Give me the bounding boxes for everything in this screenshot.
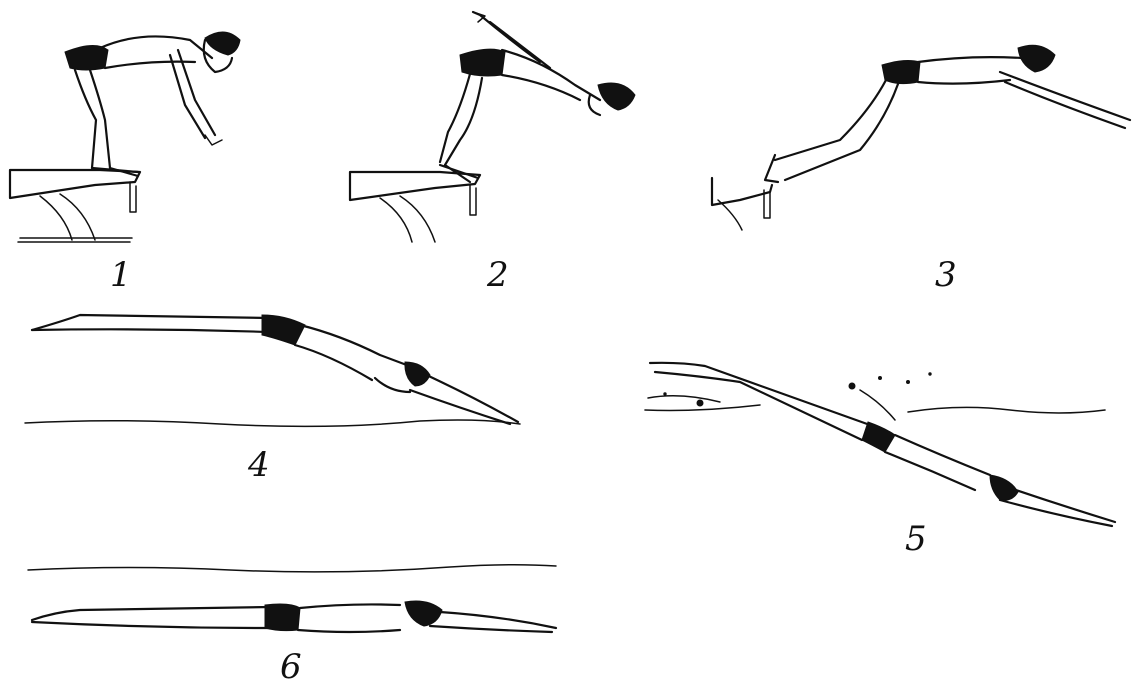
swimmer-1 [65,32,240,176]
figure-number-1: 1 [110,258,132,292]
starting-block-1 [10,170,140,242]
figure-5-entry [645,363,1115,526]
swimmer-6 [32,601,556,632]
figure-2-lean-position [350,12,635,242]
swimmer-4 [32,315,518,424]
swimmer-3 [765,45,1130,182]
figure-number-2: 2 [487,258,509,292]
figure-number-3: 3 [935,258,957,292]
water-line-5 [908,407,1105,413]
figure-number-5: 5 [905,522,927,556]
figure-4-flight [25,315,520,426]
water-line-6 [28,565,556,572]
swimmer-2 [440,12,635,182]
figure-number-4: 4 [248,448,270,482]
figure-number-6: 6 [280,650,302,684]
water-line-4 [25,420,520,426]
figure-3-launch [712,45,1130,230]
swimmer-5 [650,363,1115,526]
starting-block-2 [350,172,480,242]
starting-block-3 [712,178,772,230]
figure-1-ready-position [10,32,240,242]
figure-6-glide [28,565,556,632]
